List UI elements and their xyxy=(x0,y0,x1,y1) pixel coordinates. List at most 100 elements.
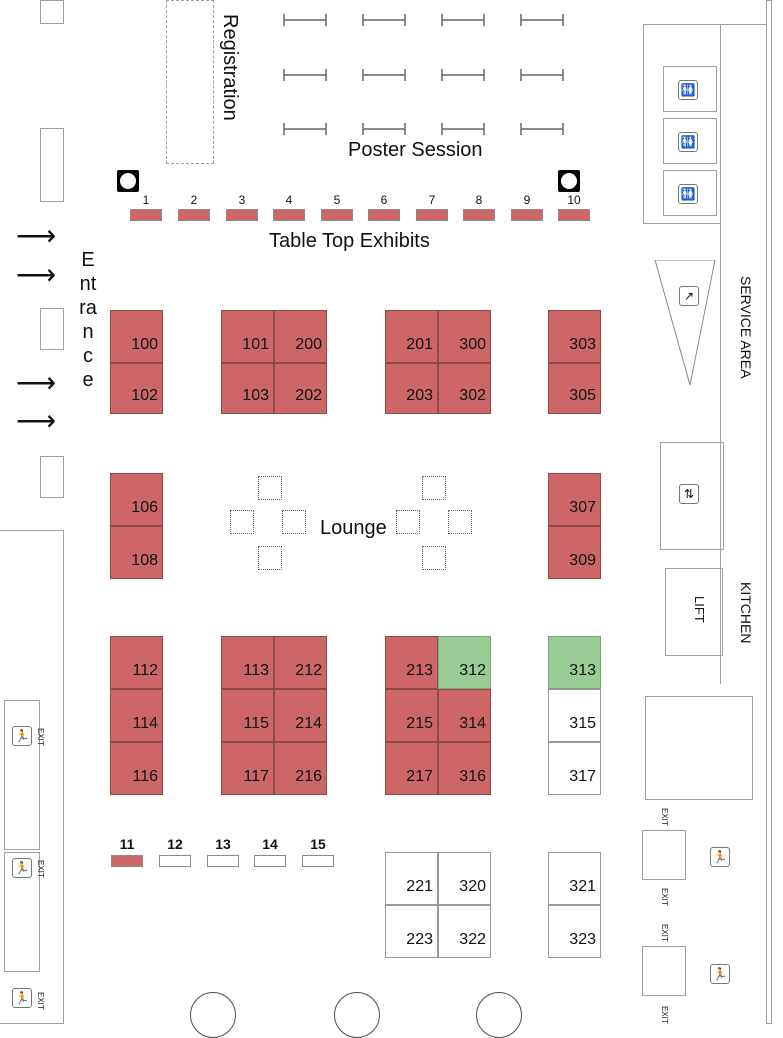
entrance-label: Entrance xyxy=(79,249,97,391)
booth-101[interactable]: 101 xyxy=(221,310,274,363)
booth-117[interactable]: 117 xyxy=(221,742,274,795)
booth-106[interactable]: 106 xyxy=(110,473,163,526)
table-top-exhibit-5[interactable] xyxy=(321,209,353,221)
booth-number: 100 xyxy=(131,336,158,353)
booth-320[interactable]: 320 xyxy=(438,852,491,905)
booth-103[interactable]: 103 xyxy=(221,363,274,414)
booth-201[interactable]: 201 xyxy=(385,310,438,363)
booth-312[interactable]: 312 xyxy=(438,636,491,689)
booth-102[interactable]: 102 xyxy=(110,363,163,414)
right-room-lower xyxy=(645,696,753,800)
table-top-exhibit-10[interactable] xyxy=(558,209,590,221)
exit-label: EXIT xyxy=(660,924,669,942)
booth-203[interactable]: 203 xyxy=(385,363,438,414)
table-top-exhibit-3[interactable] xyxy=(226,209,258,221)
table-top-number: 7 xyxy=(428,193,436,207)
round-table-icon xyxy=(334,992,380,1038)
booth-115[interactable]: 115 xyxy=(221,689,274,742)
booth-323[interactable]: 323 xyxy=(548,905,601,958)
booth-303[interactable]: 303 xyxy=(548,310,601,363)
table-top-exhibit-4[interactable] xyxy=(273,209,305,221)
booth-number: 117 xyxy=(243,768,269,785)
elevator-icon: ⇅ xyxy=(679,484,699,504)
entrance-arrow-icon: ⟶ xyxy=(16,259,57,290)
booth-216[interactable]: 216 xyxy=(274,742,327,795)
escalator-ramp xyxy=(654,260,716,386)
booth-315[interactable]: 315 xyxy=(548,689,601,742)
poster-boards xyxy=(283,14,564,135)
table-top-exhibit-1[interactable] xyxy=(130,209,162,221)
table-top-number: 8 xyxy=(475,193,483,207)
restroom-3 xyxy=(663,170,717,216)
booth-212[interactable]: 212 xyxy=(274,636,327,689)
table-top-exhibit-15[interactable] xyxy=(302,855,334,867)
booth-112[interactable]: 112 xyxy=(110,636,163,689)
lift-label: LIFT xyxy=(692,596,707,623)
booth-number: 300 xyxy=(459,336,486,353)
booth-214[interactable]: 214 xyxy=(274,689,327,742)
booth-322[interactable]: 322 xyxy=(438,905,491,958)
booth-215[interactable]: 215 xyxy=(385,689,438,742)
booth-number: 223 xyxy=(406,931,433,948)
booth-309[interactable]: 309 xyxy=(548,526,601,579)
left-stair-1 xyxy=(4,700,40,850)
booth-number: 201 xyxy=(406,336,433,353)
booth-number: 221 xyxy=(406,878,433,895)
table-top-exhibit-2[interactable] xyxy=(178,209,210,221)
booth-302[interactable]: 302 xyxy=(438,363,491,414)
left-stair-2 xyxy=(4,852,40,972)
booth-202[interactable]: 202 xyxy=(274,363,327,414)
booth-223[interactable]: 223 xyxy=(385,905,438,958)
booth-number: 313 xyxy=(569,662,596,679)
booth-114[interactable]: 114 xyxy=(110,689,163,742)
booth-300[interactable]: 300 xyxy=(438,310,491,363)
table-top-exhibit-7[interactable] xyxy=(416,209,448,221)
table-top-exhibit-9[interactable] xyxy=(511,209,543,221)
booth-313[interactable]: 313 xyxy=(548,636,601,689)
entrance-arrow-icon: ⟶ xyxy=(16,220,57,251)
table-top-exhibit-12[interactable] xyxy=(159,855,191,867)
table-top-exhibit-8[interactable] xyxy=(463,209,495,221)
escalator-icon: ↗ xyxy=(679,286,699,306)
lounge-label: Lounge xyxy=(320,517,387,539)
right-wall-outer xyxy=(766,0,772,1024)
booth-number: 217 xyxy=(406,768,433,785)
booth-305[interactable]: 305 xyxy=(548,363,601,414)
booth-number: 312 xyxy=(459,662,486,679)
table-top-number: 5 xyxy=(333,193,341,207)
table-top-exhibit-6[interactable] xyxy=(368,209,400,221)
booth-100[interactable]: 100 xyxy=(110,310,163,363)
booth-307[interactable]: 307 xyxy=(548,473,601,526)
lounge-seating-icon xyxy=(258,546,282,570)
round-table-icon xyxy=(476,992,522,1038)
booth-200[interactable]: 200 xyxy=(274,310,327,363)
exit-label: EXIT xyxy=(36,860,45,878)
exit-label: EXIT xyxy=(36,992,45,1010)
kitchen-label: KITCHEN xyxy=(738,582,754,644)
table-top-number: 13 xyxy=(215,836,231,852)
booth-number: 212 xyxy=(295,662,322,679)
booth-316[interactable]: 316 xyxy=(438,742,491,795)
table-top-number: 12 xyxy=(167,836,183,852)
right-stair-block-2 xyxy=(642,946,686,996)
registration-desk xyxy=(166,0,214,164)
booth-314[interactable]: 314 xyxy=(438,689,491,742)
booth-213[interactable]: 213 xyxy=(385,636,438,689)
booth-number: 113 xyxy=(243,662,269,679)
exit-label: EXIT xyxy=(660,1006,669,1024)
booth-number: 202 xyxy=(295,387,322,404)
booth-321[interactable]: 321 xyxy=(548,852,601,905)
booth-221[interactable]: 221 xyxy=(385,852,438,905)
booth-217[interactable]: 217 xyxy=(385,742,438,795)
table-top-exhibit-11[interactable] xyxy=(111,855,143,867)
table-top-exhibit-13[interactable] xyxy=(207,855,239,867)
entrance-arrow-icon: ⟶ xyxy=(16,367,57,398)
booth-113[interactable]: 113 xyxy=(221,636,274,689)
table-top-exhibit-14[interactable] xyxy=(254,855,286,867)
right-stair-block-1 xyxy=(642,830,686,880)
booth-116[interactable]: 116 xyxy=(110,742,163,795)
exit-running-man-icon: 🏃 xyxy=(710,847,730,867)
lounge-seating-icon xyxy=(422,546,446,570)
booth-108[interactable]: 108 xyxy=(110,526,163,579)
booth-317[interactable]: 317 xyxy=(548,742,601,795)
